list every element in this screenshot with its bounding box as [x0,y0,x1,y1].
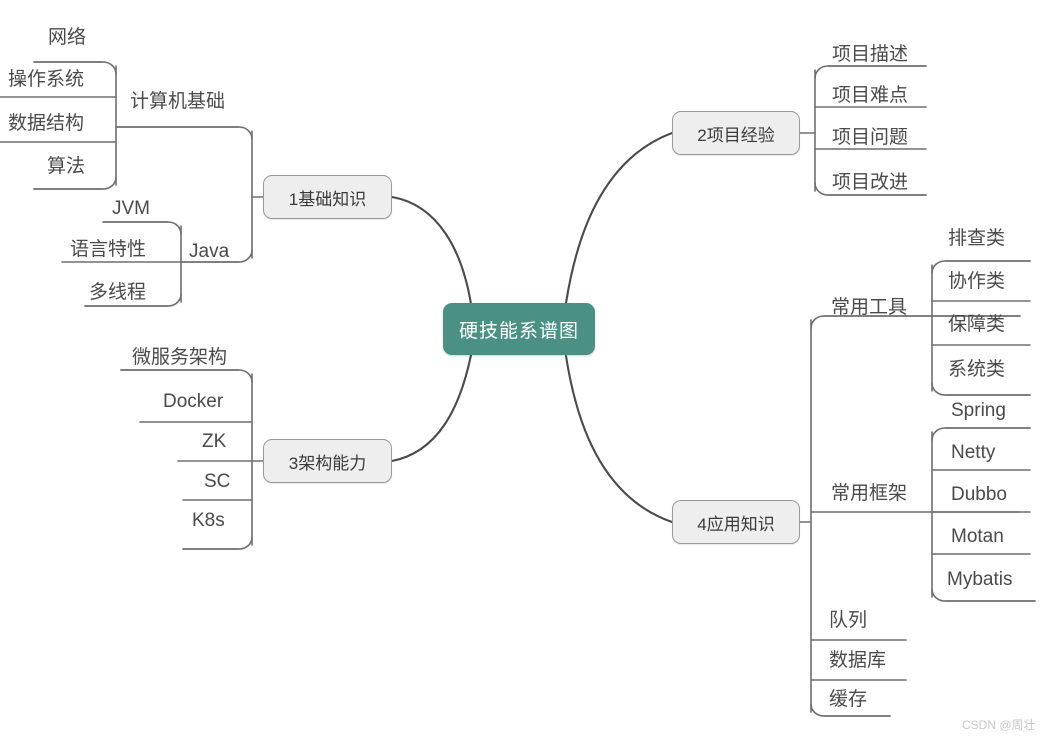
leaf-sc-text: SC [204,471,231,492]
leaf-jvm-text: JVM [112,198,150,219]
leaf-docker-text: Docker [163,391,224,412]
leaf-project-improvement-text: 项目改进 [832,172,909,193]
leaf-cache-text: 缓存 [829,689,868,710]
corner-java-c1 [102,221,182,235]
root-node-label: 硬技能系谱图 [458,320,579,342]
leaf-algorithm[interactable]: 算法 [47,157,85,176]
leaf-mybatis-text: Mybatis [947,569,1013,590]
leaf-assurance-tools-text: 保障类 [948,314,1006,335]
leaf-data-structure-text: 数据结构 [8,113,85,134]
leaf-project-difficulty[interactable]: 项目难点 [832,86,908,105]
corner-project-c1 [814,65,927,79]
leaf-project-description-text: 项目描述 [832,44,909,65]
leaf-network-text: 网络 [48,27,87,48]
leaf-dubbo[interactable]: Dubbo [951,485,1007,504]
leaf-k8s[interactable]: K8s [192,511,225,530]
leaf-database[interactable]: 数据库 [829,651,886,670]
leaf-network[interactable]: 网络 [48,28,86,47]
group-label-java-text: Java [189,241,230,262]
leaf-operating-system-text: 操作系统 [8,69,85,90]
curve-root-to-basics [390,195,473,306]
leaf-dubbo-text: Dubbo [951,484,1007,505]
leaf-netty[interactable]: Netty [951,443,995,462]
branch-node-application[interactable]: 4应用知识 [672,500,800,544]
corner-fw-c5 [931,588,1036,602]
leaf-queue-text: 队列 [829,610,868,631]
group-label-common-frameworks[interactable]: 常用框架 [831,484,907,503]
leaf-project-issue[interactable]: 项目问题 [832,128,908,147]
group-label-common-tools[interactable]: 常用工具 [831,298,907,317]
group-label-computer-basics[interactable]: 计算机基础 [130,92,225,111]
corner-tools-c4 [931,382,1031,396]
leaf-microservice-architecture[interactable]: 微服务架构 [132,348,227,367]
corner-arch-c5 [182,536,253,550]
corner-arch-c1 [120,369,253,383]
leaf-project-issue-text: 项目问题 [832,127,909,148]
leaf-k8s-text: K8s [192,510,225,531]
branch-node-basics-label: 1基础知识 [288,189,367,209]
corner-basics-top [115,126,253,140]
leaf-multithreading[interactable]: 多线程 [89,283,146,302]
watermark: CSDN @周壮 [962,716,1036,733]
leaf-spring-text: Spring [951,400,1006,421]
leaf-jvm[interactable]: JVM [112,199,150,218]
group-label-common-frameworks-text: 常用框架 [831,483,908,504]
group-label-computer-basics-text: 计算机基础 [130,91,226,112]
leaf-project-description[interactable]: 项目描述 [832,45,908,64]
watermark-text: CSDN @周壮 [962,718,1036,732]
curve-root-to-architecture [390,353,473,463]
leaf-spring[interactable]: Spring [951,401,1006,420]
leaf-motan-text: Motan [951,526,1004,547]
leaf-troubleshooting-tools[interactable]: 排查类 [948,229,1005,248]
leaf-collaboration-tools[interactable]: 协作类 [948,272,1005,291]
group-label-java[interactable]: Java [189,242,229,261]
leaf-project-difficulty-text: 项目难点 [832,85,909,106]
leaf-zk-text: ZK [202,431,227,452]
leaf-multithreading-text: 多线程 [89,282,147,303]
leaf-sc[interactable]: SC [204,472,230,491]
leaf-mybatis[interactable]: Mybatis [947,570,1012,589]
leaf-collaboration-tools-text: 协作类 [948,271,1006,292]
leaf-system-tools-text: 系统类 [948,359,1006,380]
branch-node-architecture-label: 3架构能力 [288,453,367,473]
leaf-motan[interactable]: Motan [951,527,1004,546]
leaf-database-text: 数据库 [829,650,887,671]
leaf-operating-system[interactable]: 操作系统 [8,70,84,89]
leaf-system-tools[interactable]: 系统类 [948,360,1005,379]
branch-node-application-label: 4应用知识 [697,514,775,534]
curve-root-to-application [564,354,674,524]
curve-root-to-project [564,131,674,305]
leaf-zk[interactable]: ZK [202,432,226,451]
leaf-language-features-text: 语言特性 [70,239,147,260]
leaf-netty-text: Netty [951,442,996,463]
group-label-common-tools-text: 常用工具 [831,297,908,318]
leaf-cache[interactable]: 缓存 [829,690,867,709]
leaf-data-structure[interactable]: 数据结构 [8,114,84,133]
branch-node-project[interactable]: 2项目经验 [672,111,800,155]
leaf-microservice-architecture-text: 微服务架构 [132,347,228,368]
leaf-queue[interactable]: 队列 [829,611,867,630]
corner-cs-c4 [33,176,117,190]
branch-node-architecture[interactable]: 3架构能力 [263,439,392,483]
root-node[interactable]: 硬技能系谱图 [443,303,595,355]
leaf-docker[interactable]: Docker [163,392,223,411]
leaf-language-features[interactable]: 语言特性 [70,240,146,259]
branch-node-basics[interactable]: 1基础知识 [263,175,392,219]
corner-fw-c1 [931,427,1031,441]
leaf-assurance-tools[interactable]: 保障类 [948,315,1005,334]
leaf-project-improvement[interactable]: 项目改进 [832,173,908,192]
leaf-troubleshooting-tools-text: 排查类 [948,228,1006,249]
branch-node-project-label: 2项目经验 [697,125,775,145]
leaf-algorithm-text: 算法 [47,156,86,177]
